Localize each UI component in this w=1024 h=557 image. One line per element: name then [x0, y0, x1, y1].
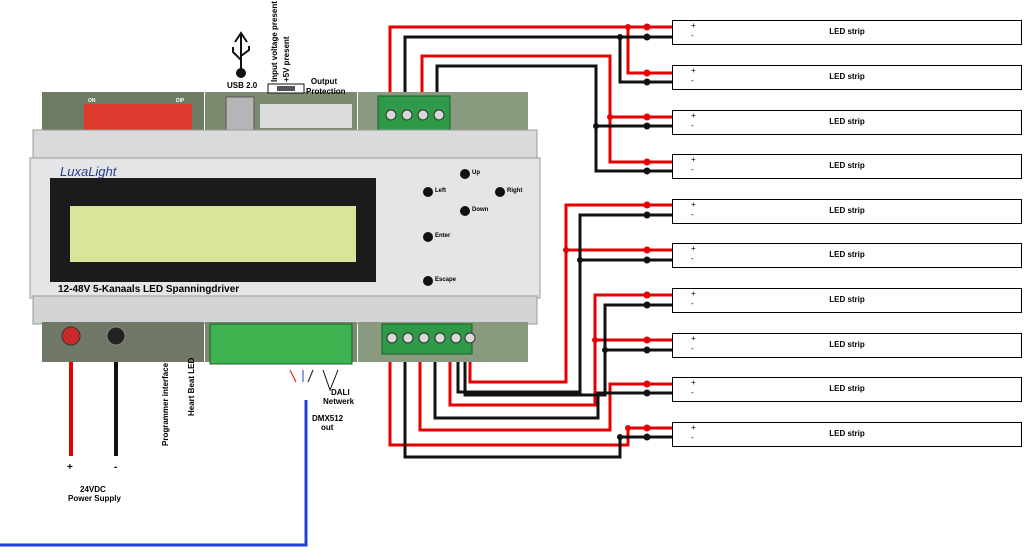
led-strip: +- LED strip [672, 333, 1022, 358]
red-wire [418, 340, 673, 432]
red-wire [608, 117, 673, 164]
dali-wires [322, 369, 339, 392]
power-supply-voltage: 24VDC [80, 485, 106, 494]
strip-minus: - [691, 210, 694, 219]
strip-minus: - [691, 76, 694, 85]
button-left-label: Left [435, 188, 446, 194]
led-strip: +- LED strip [672, 377, 1022, 402]
dmx-signal-wires [289, 369, 297, 383]
dmx-wire [0, 400, 308, 547]
dip-on-label: ON [88, 98, 96, 104]
button-up-label: Up [472, 170, 480, 176]
dali-network-label: Netwerk [323, 397, 355, 406]
dip-label: DIP [176, 98, 185, 104]
output-wires [388, 25, 673, 459]
strip-plus: + [691, 334, 696, 343]
strip-label: LED strip [829, 295, 865, 304]
red-wire [593, 293, 673, 340]
black-wire [456, 260, 582, 394]
strip-label: LED strip [829, 72, 865, 81]
output-protection-label: Output Protection [306, 77, 346, 96]
strip-plus: + [691, 21, 696, 30]
strip-minus: - [691, 165, 694, 174]
black-wire [603, 303, 673, 350]
black-wire [463, 340, 673, 397]
strip-label: LED strip [829, 250, 865, 259]
power-plus-label: + [67, 462, 73, 473]
strip-plus: + [691, 378, 696, 387]
black-wire [578, 213, 673, 260]
heartbeat-led-label: Heart Beat LED [187, 357, 196, 416]
strip-minus: - [691, 121, 694, 130]
device-model-title: 12-48V 5-Kanaals LED Spanningdriver [58, 284, 240, 295]
button-enter-label: Enter [435, 233, 451, 239]
led-strip: +- LED strip [672, 65, 1022, 90]
led-strip: +- LED strip [672, 154, 1022, 179]
led-strip: +- LED strip [672, 422, 1022, 447]
led-strip: +- LED strip [672, 110, 1022, 135]
red-wire [420, 54, 673, 119]
strip-minus: - [691, 388, 694, 397]
strip-label: LED strip [829, 161, 865, 170]
strip-plus: + [691, 289, 696, 298]
dmx-out-label: out [321, 423, 334, 432]
strip-label: LED strip [829, 27, 865, 36]
usb-icon [232, 31, 250, 78]
led-strip: +- LED strip [672, 243, 1022, 268]
red-wire [448, 338, 673, 407]
strip-plus: + [691, 66, 696, 75]
black-wire [403, 340, 673, 459]
dali-label: DALI [331, 388, 350, 397]
button-escape-label: Escape [435, 277, 457, 283]
led-strip: +- LED strip [672, 20, 1022, 45]
black-wire [594, 126, 673, 173]
device-housing [29, 92, 541, 365]
red-wire [388, 340, 673, 447]
strip-plus: + [691, 244, 696, 253]
strip-label: LED strip [829, 117, 865, 126]
strip-minus: - [691, 299, 694, 308]
black-wire [435, 64, 673, 128]
button-down-label: Down [472, 207, 489, 213]
output-protection-label-1: Output Protection [306, 77, 346, 97]
red-wire [388, 25, 673, 108]
strip-label: LED strip [829, 340, 865, 349]
strip-minus: - [691, 31, 694, 40]
strip-minus: - [691, 254, 694, 263]
black-wire [433, 340, 673, 420]
strip-plus: + [691, 423, 696, 432]
dmx-label: DMX512 [312, 414, 344, 423]
power-supply-label: Power Supply [68, 494, 121, 503]
led-strip: +- LED strip [672, 288, 1022, 313]
button-right-label: Right [507, 188, 523, 194]
strip-plus: + [691, 155, 696, 164]
red-wire [564, 203, 673, 250]
programmer-interface-label: Programmer interface [161, 362, 170, 446]
strip-label: LED strip [829, 206, 865, 215]
power-minus-label: - [114, 462, 118, 473]
strip-minus: - [691, 433, 694, 442]
usb-label: USB 2.0 [227, 81, 258, 90]
input-voltage-label: Input voltage present [270, 1, 279, 82]
brand-logo: LuxaLight [60, 164, 117, 179]
strip-plus: + [691, 200, 696, 209]
strip-plus: + [691, 111, 696, 120]
led-strip: +- LED strip [672, 199, 1022, 224]
strip-minus: - [691, 344, 694, 353]
five-volt-label: +5V present [282, 36, 291, 82]
strip-label: LED strip [829, 429, 865, 438]
strip-label: LED strip [829, 384, 865, 393]
